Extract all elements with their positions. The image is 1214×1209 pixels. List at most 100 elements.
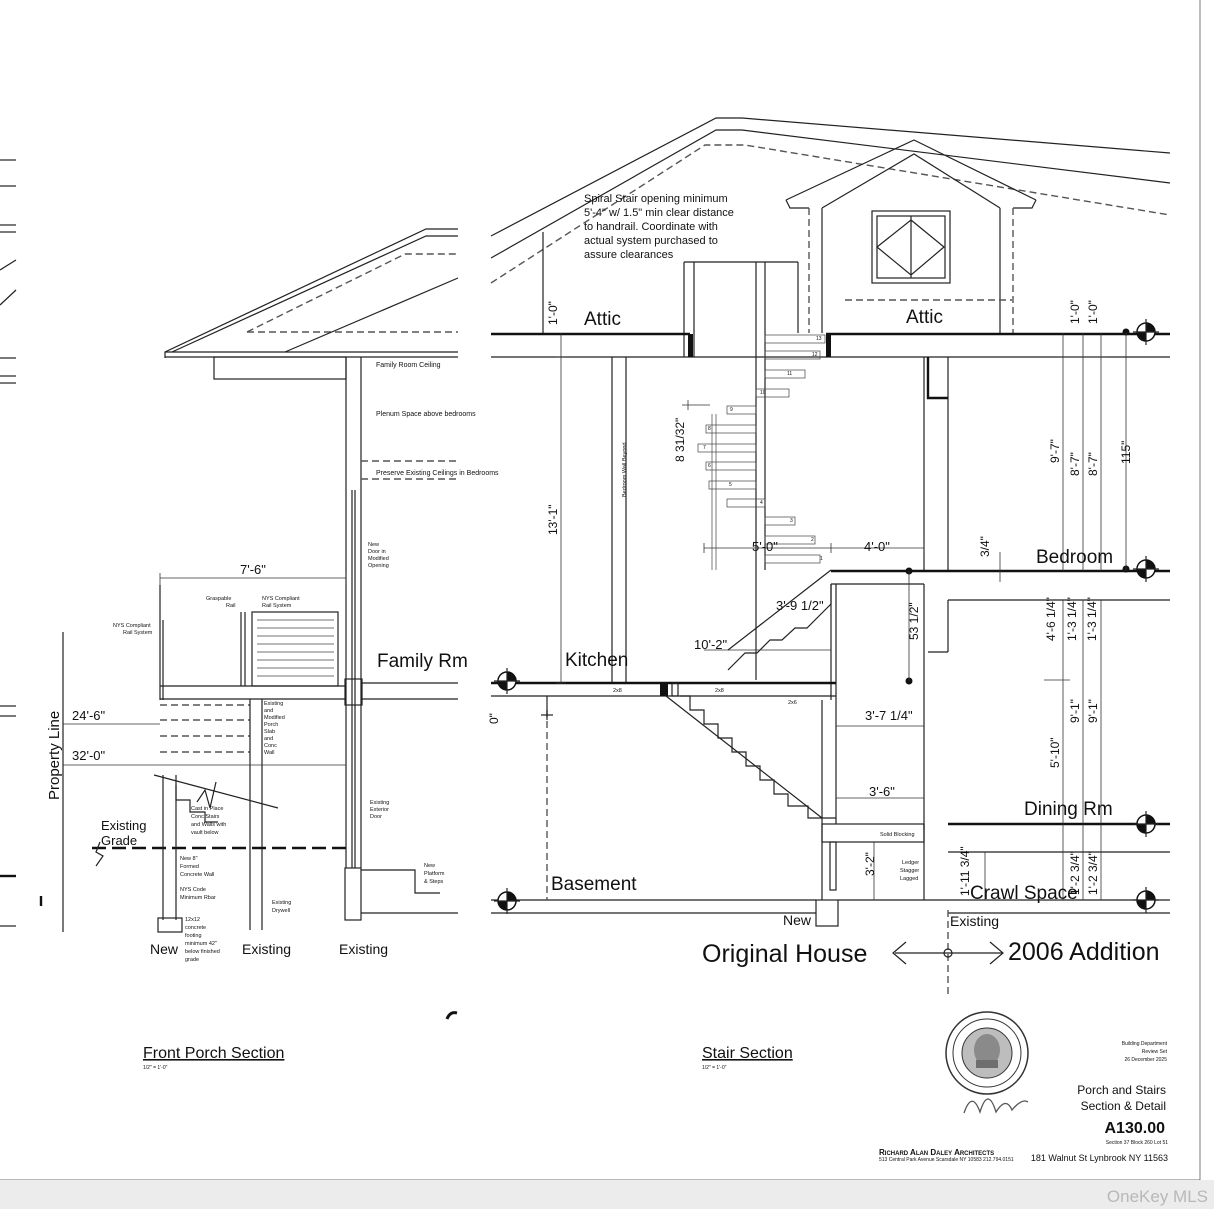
exterior-door-label: Door [370, 814, 382, 820]
dim-8-31-32: 8 31/32" [673, 418, 687, 462]
svg-text:footing: footing [185, 933, 202, 939]
property-line-label: Property Line [46, 711, 63, 800]
tread-number: 7 [703, 445, 706, 451]
ledger-label: Stagger [900, 868, 919, 874]
platform-label: & Steps [424, 879, 444, 885]
svg-text:vault below: vault below [191, 830, 219, 836]
existing-grade-label: Grade [101, 833, 137, 848]
status-date: 26 December 2025 [1124, 1057, 1167, 1063]
title-block: Building Department Review Set 26 Decemb… [879, 1011, 1168, 1163]
svg-text:Conc Stairs: Conc Stairs [191, 814, 220, 820]
sheet-number: A130.00 [1105, 1120, 1166, 1137]
dim-3-6: 3'-6" [869, 784, 895, 799]
dim-1-0: 1'-0" [1086, 300, 1100, 324]
cast-in-place-label: Cast in Place Conc Stairs and Walls with… [191, 806, 226, 836]
svg-text:Conc: Conc [264, 743, 277, 749]
family-room-label: Family Rm [377, 651, 468, 672]
bedroom-wall-label: Bedroom Wall Beyond [622, 442, 628, 497]
rail-system-left-label: Rail System [123, 630, 153, 636]
ledger-label: Lagged [900, 876, 918, 882]
rail-system-label: Rail System [262, 603, 292, 609]
tread-number: 5 [729, 482, 732, 488]
preserve-ceilings-label: Preserve Existing Ceilings in Bedrooms [376, 470, 499, 477]
level-markers [494, 319, 1159, 914]
tread-number: 10 [760, 390, 766, 396]
tread-number: 9 [730, 407, 733, 413]
porch-annotations: Family Room Ceiling Plenum Space above b… [46, 362, 499, 963]
new-door-label: Opening [368, 563, 389, 569]
existing-grade-label: Existing [101, 818, 147, 833]
svg-text:Slab: Slab [264, 729, 275, 735]
dim-1-2-3-4: 1'-2 3/4" [1068, 851, 1082, 895]
dim-4-0: 4'-0" [864, 539, 890, 554]
dim-9-1: 9'-1" [1086, 699, 1100, 723]
bedroom-label: Bedroom [1036, 547, 1113, 568]
new-formed-wall-label: New 8" Formed Concrete Wall NYS Code Min… [180, 856, 216, 901]
dim-24-6: 24'-6" [72, 708, 106, 723]
svg-text:minimum 42": minimum 42" [185, 941, 217, 947]
drawing-title: Porch and Stairs [1077, 1083, 1166, 1097]
family-room-ceiling-label: Family Room Ceiling [376, 362, 441, 369]
dim-1-0: 1'-0" [1068, 300, 1082, 324]
front-porch-section [62, 228, 459, 933]
svg-text:NYS Code: NYS Code [180, 887, 206, 893]
svg-text:and: and [264, 736, 273, 742]
svg-text:to handrail. Coordinate with: to handrail. Coordinate with [584, 221, 718, 233]
onekey-watermark: OneKey MLS [1107, 1187, 1208, 1206]
dim-5-10: 5'-10" [1048, 737, 1062, 768]
existing-label: Existing [242, 941, 291, 957]
svg-text:Wall: Wall [264, 750, 275, 756]
dim-5-0: 5'-0" [752, 539, 778, 554]
crawl-space-label: Crawl Space [970, 883, 1078, 904]
platform-label: Platform [424, 871, 445, 877]
svg-text:Existing: Existing [264, 701, 283, 707]
new-door-label: Door in [368, 549, 386, 555]
project-address: 181 Walnut St Lynbrook NY 11563 [1031, 1153, 1168, 1163]
svg-text:actual system purchased to: actual system purchased to [584, 235, 718, 247]
svg-text:concrete: concrete [185, 925, 206, 931]
status-line: Review Set [1142, 1049, 1168, 1055]
dim-7-6: 7'-6" [240, 562, 266, 577]
svg-text:Minimum Rbar: Minimum Rbar [180, 895, 216, 901]
dim-4-6-quarter: 4'-6 1/4" [1044, 597, 1058, 641]
front-porch-section-title: Front Porch Section [143, 1045, 284, 1062]
tread-number: 13 [816, 336, 822, 342]
stair-dimension-lines [556, 333, 1127, 900]
stray-mark [445, 1011, 458, 1020]
svg-text:12x12: 12x12 [185, 917, 200, 923]
existing-label: Existing [950, 913, 999, 929]
tread-number: 2 [811, 537, 814, 543]
new-door-label: New [368, 542, 379, 548]
addition-2006-label: 2006 Addition [1008, 938, 1160, 966]
joist-label: 2x8 [613, 688, 622, 694]
spiral-stair-note: Spiral Stair opening minimum 5'-4" w/ 1.… [584, 193, 734, 261]
dim-9-7: 9'-7" [1048, 439, 1062, 463]
original-house-label: Original House [702, 940, 867, 968]
dim-8-7: 8'-7" [1086, 452, 1100, 476]
svg-text:grade: grade [185, 957, 199, 963]
svg-text:New 8": New 8" [180, 856, 198, 862]
tread-number: 8 [708, 426, 711, 432]
dim-53-half: 53 1/2" [907, 602, 921, 640]
exterior-door-label: Exterior [370, 807, 389, 813]
tread-number: 4 [760, 500, 763, 506]
attic-left-label: Attic [584, 309, 621, 330]
svg-text:Formed: Formed [180, 864, 199, 870]
new-label: New [150, 941, 179, 957]
dim-3-2: 3'-2" [863, 852, 877, 876]
basement-label: Basement [551, 874, 637, 895]
dim-1-2-3-4: 1'-2 3/4" [1086, 851, 1100, 895]
architect-seal [945, 1011, 1029, 1115]
dining-room-label: Dining Rm [1024, 799, 1113, 820]
dim-115: 115" [1119, 441, 1133, 464]
new-door-label: Modified [368, 556, 389, 562]
svg-text:below finished: below finished [185, 949, 220, 955]
exterior-door-label: Existing [370, 800, 389, 806]
dim-3-7-quarter: 3'-7 1/4" [865, 708, 913, 723]
ledger-label: Ledger [902, 860, 919, 866]
svg-text:Spiral Stair opening minimum: Spiral Stair opening minimum [584, 193, 728, 205]
platform-label: New [424, 863, 435, 869]
